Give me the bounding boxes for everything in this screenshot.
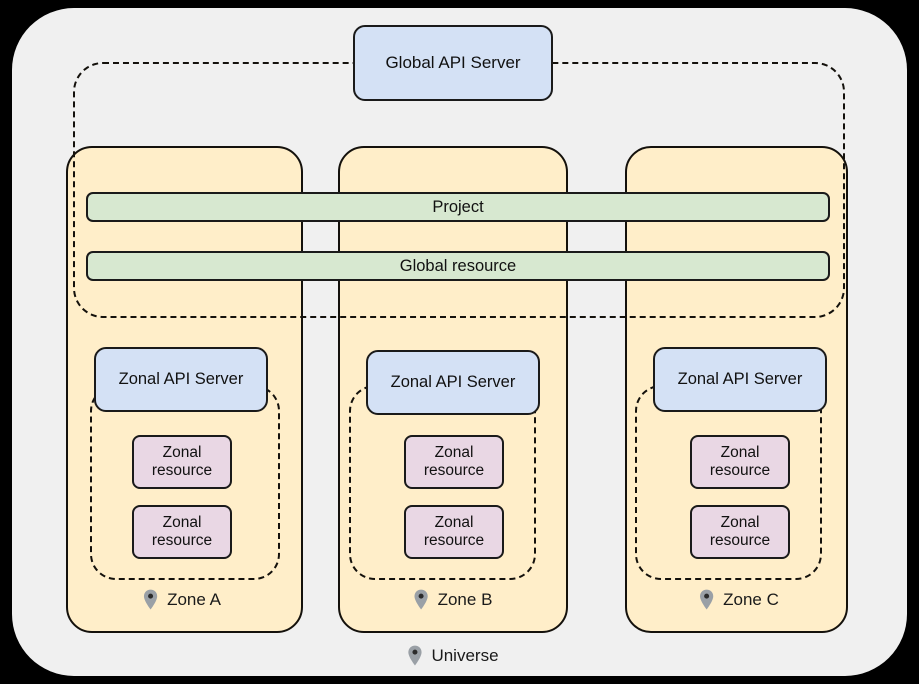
zone-c-zonal-resource-2-line2: resource (709, 532, 771, 549)
zone-a-zonal-resource-2-line2: resource (151, 532, 213, 549)
global-api-server-box[interactable]: Global API Server (353, 25, 553, 101)
location-pin-icon (143, 589, 158, 610)
zone-a-name: Zone A (167, 589, 221, 609)
zone-c-zonal-resource-1[interactable]: Zonal resource (690, 435, 790, 489)
zone-b-zonal-api-server-label: Zonal API Server (390, 373, 516, 392)
zone-c-zonal-resource-1-line1: Zonal (720, 444, 760, 462)
global-bar-project[interactable]: Project (86, 192, 830, 222)
global-api-server-label: Global API Server (385, 53, 521, 73)
zone-c-zonal-api-server-label: Zonal API Server (677, 370, 803, 389)
zone-b-zonal-resource-2-line1: Zonal (434, 514, 474, 532)
universe-label-row: Universe (407, 645, 499, 666)
zone-c-name: Zone C (723, 589, 779, 609)
location-pin-icon (414, 589, 428, 610)
zone-c-zonal-resource-2[interactable]: Zonal resource (690, 505, 790, 559)
zone-c-label-row: Zone C (699, 589, 779, 610)
zone-a-zonal-resource-1-line1: Zonal (162, 444, 202, 462)
location-pin-icon (408, 645, 422, 666)
zone-a-zonal-resource-1-line2: resource (151, 462, 213, 479)
zone-b-zonal-resource-2[interactable]: Zonal resource (404, 505, 504, 559)
zone-a-zonal-resource-2-line1: Zonal (162, 514, 202, 532)
zone-c-zonal-resource-2-line1: Zonal (720, 514, 760, 532)
location-pin-icon (700, 589, 714, 610)
zone-b-zonal-api-server-box[interactable]: Zonal API Server (366, 350, 540, 415)
zone-b-zonal-resource-1-line1: Zonal (434, 444, 474, 462)
zone-b-label-row: Zone B (414, 589, 493, 610)
zone-b-zonal-resource-1-line2: resource (423, 462, 485, 479)
global-bar-project-label: Project (432, 197, 484, 216)
zone-b-zonal-resource-1[interactable]: Zonal resource (404, 435, 504, 489)
global-bar-global-resource[interactable]: Global resource (86, 251, 830, 281)
zone-b-name: Zone B (437, 589, 493, 609)
zone-a-zonal-api-server-box[interactable]: Zonal API Server (94, 347, 268, 412)
zone-a-zonal-resource-2[interactable]: Zonal resource (132, 505, 232, 559)
universe-name: Universe (431, 645, 499, 665)
global-bar-global-resource-label: Global resource (399, 256, 517, 275)
zone-c-zonal-api-server-box[interactable]: Zonal API Server (653, 347, 827, 412)
zone-c-zonal-resource-1-line2: resource (709, 462, 771, 479)
zone-a-label-row: Zone A (143, 589, 221, 610)
zone-a-zonal-api-server-label: Zonal API Server (118, 370, 244, 389)
zone-b-zonal-resource-2-line2: resource (423, 532, 485, 549)
zone-a-zonal-resource-1[interactable]: Zonal resource (132, 435, 232, 489)
